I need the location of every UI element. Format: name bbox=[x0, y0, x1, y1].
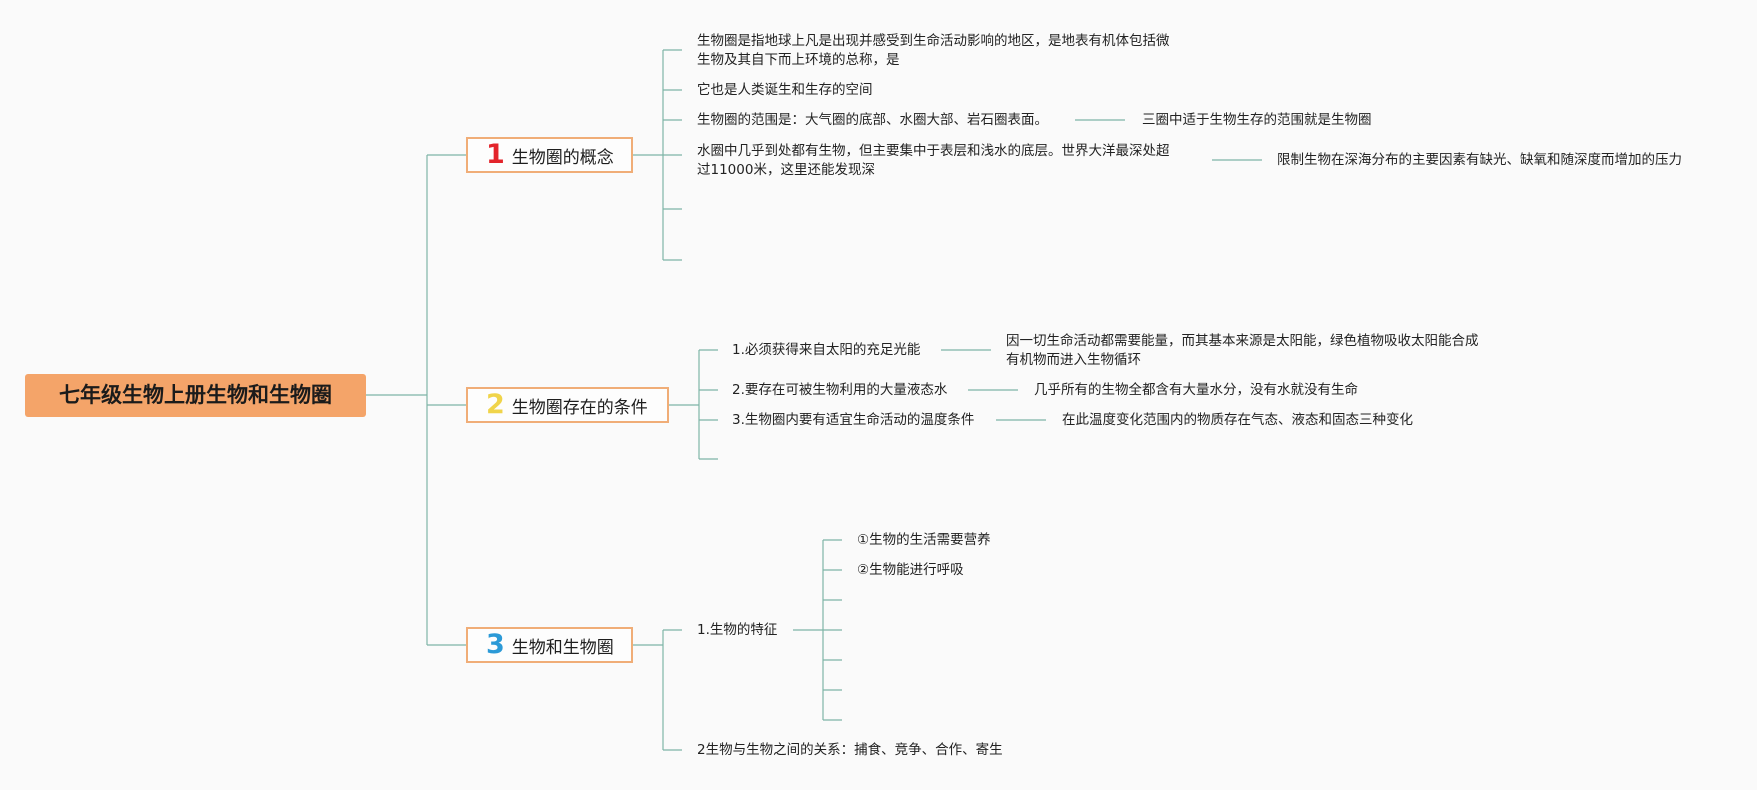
branch-organisms-and-biosphere[interactable]: 3 生物和生物圈 bbox=[466, 627, 633, 663]
topic-definition[interactable]: 生物圈是指地球上凡是出现并感受到生命活动影响的地区，是地表有机体包括微 生物及其… bbox=[697, 32, 1170, 70]
number-three-icon: 3 bbox=[486, 629, 505, 660]
sunlight-note-line-2: 有机物而进入生物循环 bbox=[1006, 352, 1141, 368]
branch-biosphere-conditions[interactable]: 2 生物圈存在的条件 bbox=[466, 387, 669, 423]
branch-biosphere-concept[interactable]: 1 生物圈的概念 bbox=[466, 137, 633, 173]
water-line-1: 水圈中几乎到处都有生物，但主要集中于表层和浅水的底层。世界大洋最深处超 bbox=[697, 143, 1170, 159]
definition-line-2: 生物及其自下而上环境的总称，是 bbox=[697, 52, 900, 68]
condition-sunlight[interactable]: 1.必须获得来自太阳的充足光能 bbox=[732, 342, 921, 358]
sunlight-note-line-1: 因一切生命活动都需要能量，而其基本来源是太阳能，绿色植物吸收太阳能合成 bbox=[1006, 333, 1479, 349]
feature-nutrition[interactable]: ①生物的生活需要营养 bbox=[857, 532, 991, 548]
organism-relations[interactable]: 2生物与生物之间的关系：捕食、竞争、合作、寄生 bbox=[697, 742, 1003, 758]
organism-features[interactable]: 1.生物的特征 bbox=[697, 622, 778, 638]
condition-water[interactable]: 2.要存在可被生物利用的大量液态水 bbox=[732, 382, 948, 398]
topic-water-note[interactable]: 限制生物在深海分布的主要因素有缺光、缺氧和随深度而增加的压力 bbox=[1277, 152, 1682, 168]
condition-temperature[interactable]: 3.生物圈内要有适宜生命活动的温度条件 bbox=[732, 412, 975, 428]
water-line-2: 过11000米，这里还能发现深 bbox=[697, 162, 875, 178]
topic-human-space[interactable]: 它也是人类诞生和生存的空间 bbox=[697, 82, 873, 98]
condition-water-note[interactable]: 几乎所有的生物全都含有大量水分，没有水就没有生命 bbox=[1034, 382, 1358, 398]
number-one-icon: 1 bbox=[486, 139, 505, 170]
condition-temperature-note[interactable]: 在此温度变化范围内的物质存在气态、液态和固态三种变化 bbox=[1062, 412, 1413, 428]
feature-breathing[interactable]: ②生物能进行呼吸 bbox=[857, 562, 964, 578]
number-two-icon: 2 bbox=[486, 389, 505, 420]
branch-label: 生物圈的概念 bbox=[511, 147, 614, 168]
topic-range[interactable]: 生物圈的范围是：大气圈的底部、水圈大部、岩石圈表面。 bbox=[697, 112, 1048, 128]
branch-label: 生物圈存在的条件 bbox=[511, 397, 648, 418]
topic-water-distribution[interactable]: 水圈中几乎到处都有生物，但主要集中于表层和浅水的底层。世界大洋最深处超 过110… bbox=[697, 142, 1170, 180]
definition-line-1: 生物圈是指地球上凡是出现并感受到生命活动影响的地区，是地表有机体包括微 bbox=[697, 33, 1170, 49]
root-topic[interactable]: 七年级生物上册生物和生物圈 bbox=[25, 374, 366, 417]
topic-range-note[interactable]: 三圈中适于生物生存的范围就是生物圈 bbox=[1142, 112, 1372, 128]
branch-label: 生物和生物圈 bbox=[511, 637, 614, 658]
condition-sunlight-note[interactable]: 因一切生命活动都需要能量，而其基本来源是太阳能，绿色植物吸收太阳能合成 有机物而… bbox=[1006, 332, 1479, 370]
